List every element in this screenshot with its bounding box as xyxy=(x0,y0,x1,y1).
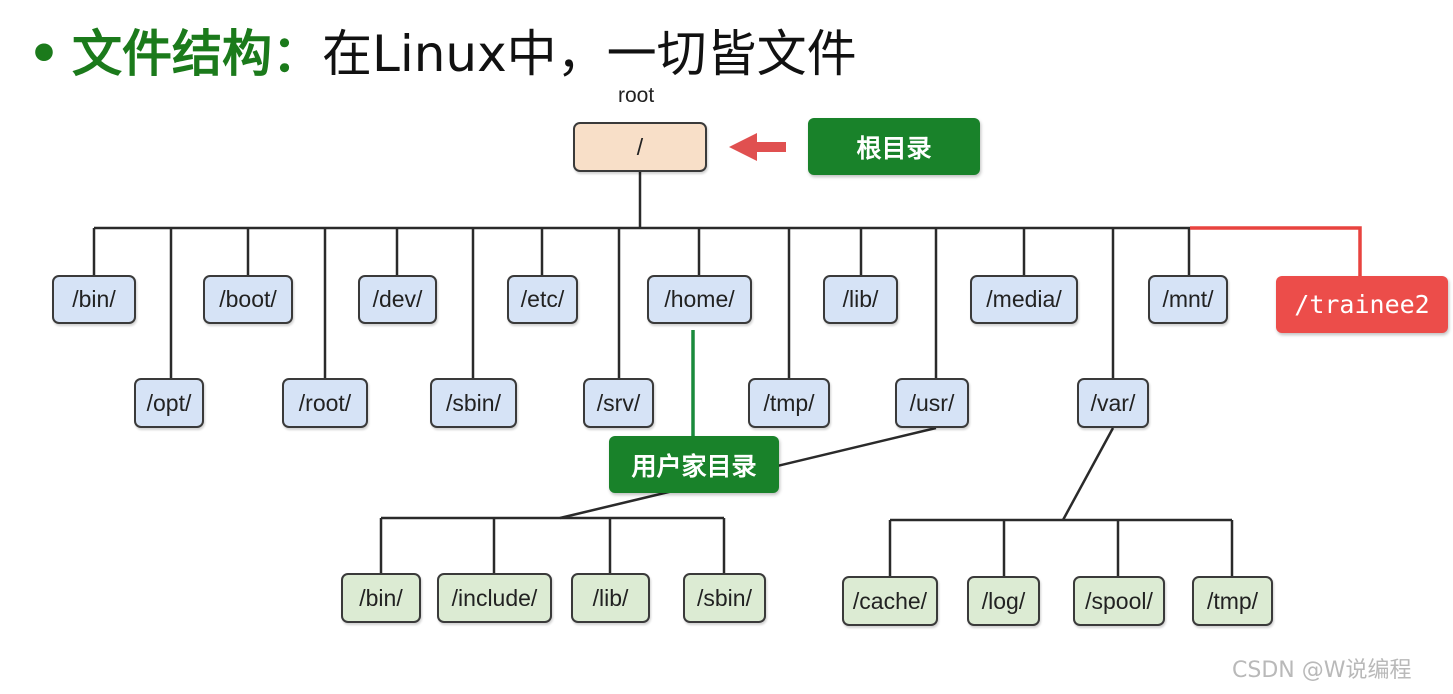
root-directory-node: / xyxy=(573,122,707,172)
dir-sbin: /sbin/ xyxy=(430,378,517,428)
dir-lib: /lib/ xyxy=(823,275,898,324)
dir-etc: /etc/ xyxy=(507,275,578,324)
title-keyword: 文件结构： xyxy=(71,25,322,83)
var-tmp: /tmp/ xyxy=(1192,576,1273,626)
dir-bin: /bin/ xyxy=(52,275,136,324)
title-text: 在Linux中，一切皆文件 xyxy=(321,25,857,83)
usr-lib: /lib/ xyxy=(571,573,650,623)
var-spool: /spool/ xyxy=(1073,576,1165,626)
root-directory-badge: 根目录 xyxy=(808,118,980,175)
dir-var: /var/ xyxy=(1077,378,1149,428)
dir-dev: /dev/ xyxy=(358,275,437,324)
usr-sbin: /sbin/ xyxy=(683,573,766,623)
dir-media: /media/ xyxy=(970,275,1078,324)
usr-bin: /bin/ xyxy=(341,573,421,623)
dir-opt: /opt/ xyxy=(134,378,204,428)
user-home-badge: 用户家目录 xyxy=(609,436,779,493)
dir-home: /home/ xyxy=(647,275,752,324)
dir-tmp: /tmp/ xyxy=(748,378,830,428)
root-caption: root xyxy=(618,84,655,107)
dir-srv: /srv/ xyxy=(583,378,654,428)
var-cache: /cache/ xyxy=(842,576,938,626)
dir-boot: /boot/ xyxy=(203,275,293,324)
var-log: /log/ xyxy=(967,576,1040,626)
watermark: CSDN @W说编程 xyxy=(1232,658,1412,683)
title-bullet: • xyxy=(28,25,60,83)
page-title: •文件结构：在Linux中，一切皆文件 xyxy=(28,22,857,86)
dir-mnt: /mnt/ xyxy=(1148,275,1228,324)
trainee-directory-badge: /trainee2 xyxy=(1276,276,1448,333)
dir-usr: /usr/ xyxy=(895,378,969,428)
usr-include: /include/ xyxy=(437,573,552,623)
dir-root: /root/ xyxy=(282,378,368,428)
